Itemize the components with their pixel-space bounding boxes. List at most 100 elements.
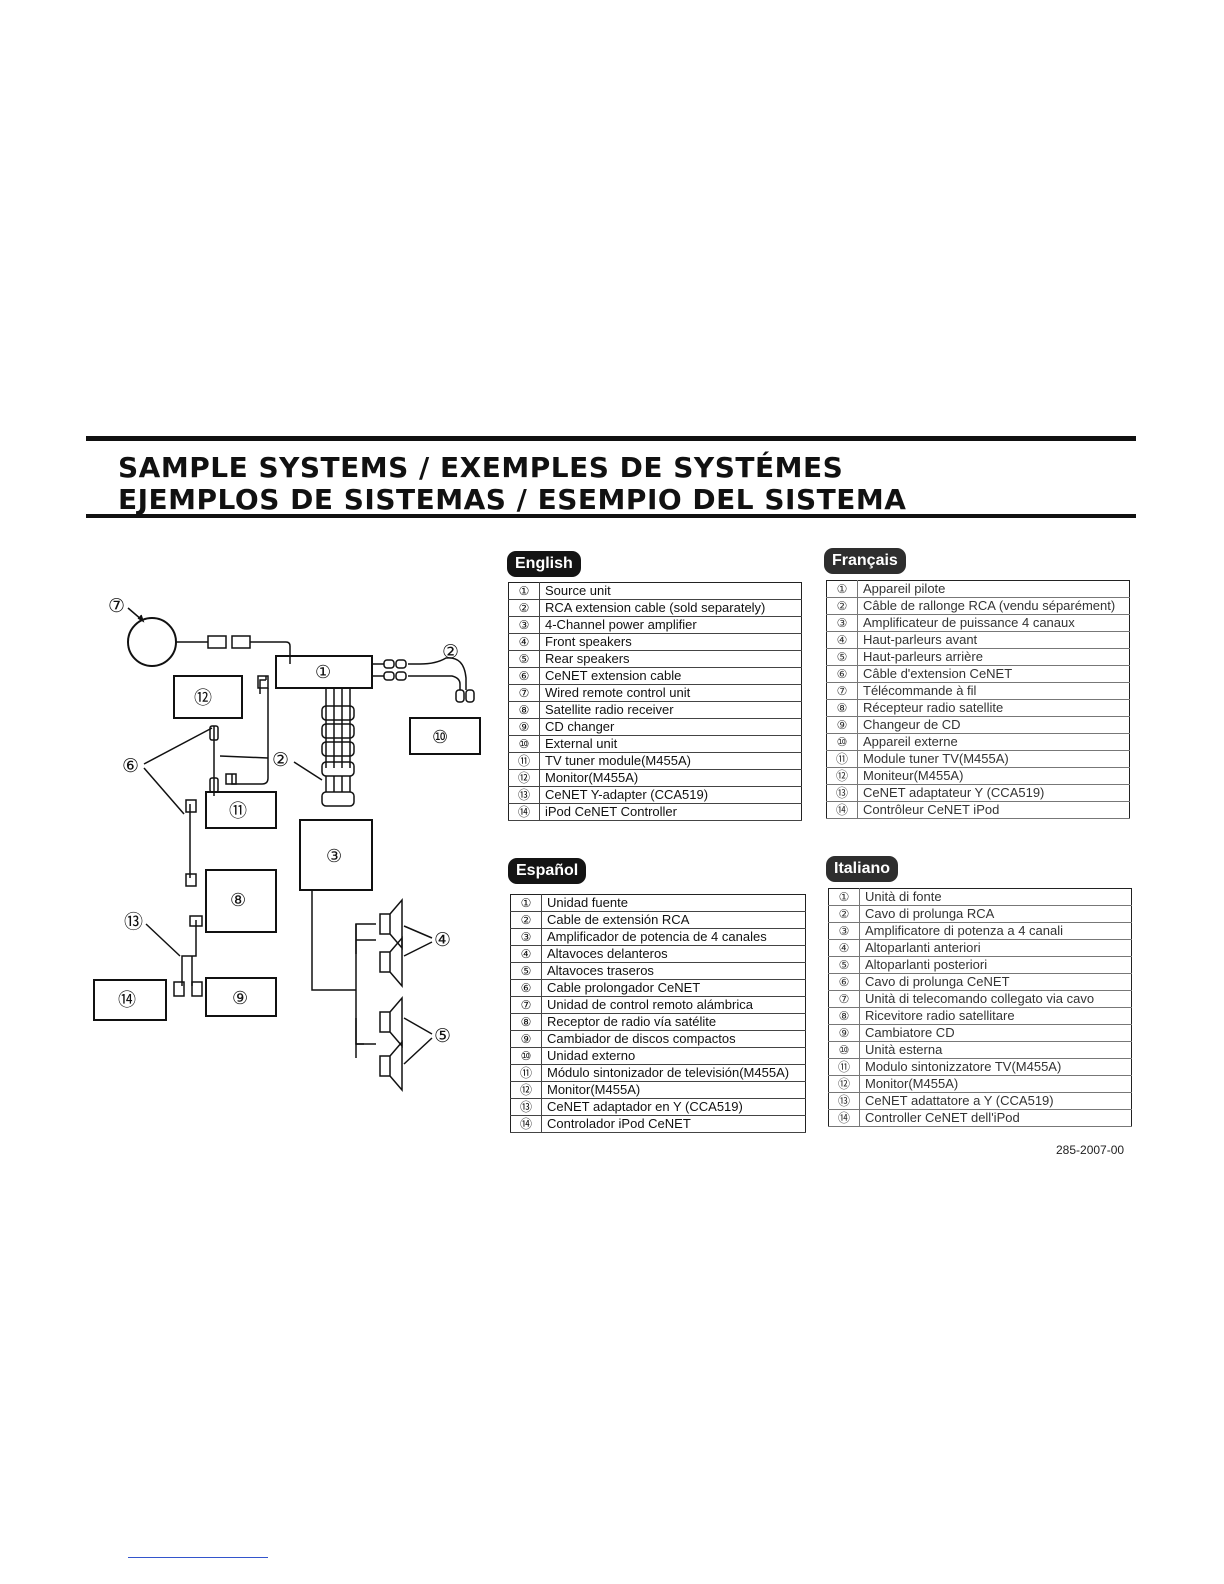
ipod-controller-box (93, 979, 167, 1021)
legend-item-number: ⑬ (826, 784, 858, 802)
language-badge-french: Français (824, 548, 906, 574)
legend-item-label: Unità di fonte (859, 888, 1132, 906)
marker-13: ⑬ (124, 911, 143, 933)
cenet-connector (173, 981, 185, 997)
source-unit-box (275, 655, 373, 689)
legend-item-number: ⑤ (826, 648, 858, 666)
legend-item-number: ⑭ (510, 1115, 542, 1133)
legend-item-number: ⑥ (510, 979, 542, 997)
rca-cable-external (372, 657, 467, 690)
language-badge-english: English (507, 551, 581, 577)
rca-plug (383, 659, 395, 669)
cenet-connector (185, 873, 197, 887)
y-adapter-pointer-line (145, 923, 181, 957)
speaker-pointer-line (403, 925, 433, 957)
rca-plug-group (321, 723, 355, 739)
legend-item-number: ④ (826, 631, 858, 649)
legend-item-label: Unidad fuente (541, 894, 806, 912)
legend-item-label: Source unit (539, 582, 802, 600)
legend-item-number: ⑨ (826, 716, 858, 734)
legend-item-label: Altoparlanti anteriori (859, 939, 1132, 957)
legend-item-number: ⑥ (828, 973, 860, 991)
legend-item-number: ⑤ (508, 650, 540, 668)
legend-item-number: ⑩ (510, 1047, 542, 1065)
legend-item-label: 4-Channel power amplifier (539, 616, 802, 634)
rca-cable-amplifier (325, 688, 351, 768)
legend-item-number: ⑫ (826, 767, 858, 785)
legend-item-number: ② (508, 599, 540, 617)
legend-item-label: Rear speakers (539, 650, 802, 668)
legend-item-number: ⑥ (826, 665, 858, 683)
legend-item-label: CeNET extension cable (539, 667, 802, 685)
legend-item-label: Altavoces traseros (541, 962, 806, 980)
marker-11: ⑪ (229, 801, 247, 822)
cd-changer-box (205, 977, 277, 1017)
speaker-wiring (311, 890, 376, 1045)
marker-14: ⑭ (118, 990, 136, 1011)
legend-item-number: ② (828, 905, 860, 923)
legend-item-label: Amplificador de potencia de 4 canales (541, 928, 806, 946)
external-unit-box (409, 717, 481, 755)
language-badge-italian: Italiano (826, 856, 899, 882)
legend-item-label: Moniteur(M455A) (857, 767, 1130, 785)
legend-item-label: Altavoces delanteros (541, 945, 806, 963)
legend-item-label: Amplificateur de puissance 4 canaux (857, 614, 1130, 632)
legend-item-number: ② (510, 911, 542, 929)
rca-pointer-line (219, 755, 323, 781)
legend-item-number: ⑩ (508, 735, 540, 753)
cenet-connector (191, 981, 203, 997)
legend-item-number: ⑩ (826, 733, 858, 751)
legend-item-number: ⑤ (828, 956, 860, 974)
legend-item-number: ⑧ (826, 699, 858, 717)
system-wiring-diagram: ⑦ ① ② ⑩ ⑫ ② ⑥ ⑪ ③ ⑧ (93, 595, 481, 1093)
language-badge-spanish: Español (508, 858, 587, 884)
legend-item-number: ⑩ (828, 1041, 860, 1059)
legend-item-number: ⑭ (508, 803, 540, 821)
legend-item-label: CeNET adaptateur Y (CCA519) (857, 784, 1130, 802)
marker-2-top: ② (442, 641, 459, 663)
header-top-rule (86, 436, 1136, 441)
legend-item-number: ⑧ (508, 701, 540, 719)
legend-item-number: ⑪ (828, 1058, 860, 1076)
legend-item-number: ⑭ (826, 801, 858, 819)
monitor-box (173, 675, 243, 719)
legend-item-number: ⑦ (510, 996, 542, 1014)
legend-item-label: Unidad externo (541, 1047, 806, 1065)
speaker-pointer-line (403, 1017, 433, 1065)
legend-item-number: ⑤ (510, 962, 542, 980)
rca-plug (395, 671, 407, 681)
legend-item-number: ① (826, 580, 858, 598)
rca-plug-group (321, 761, 355, 777)
legend-item-label: Cambiador de discos compactos (541, 1030, 806, 1048)
tv-tuner-box (205, 791, 277, 829)
legend-item-label: Unità di telecomando collegato via cavo (859, 990, 1132, 1008)
rca-plug (395, 659, 407, 669)
